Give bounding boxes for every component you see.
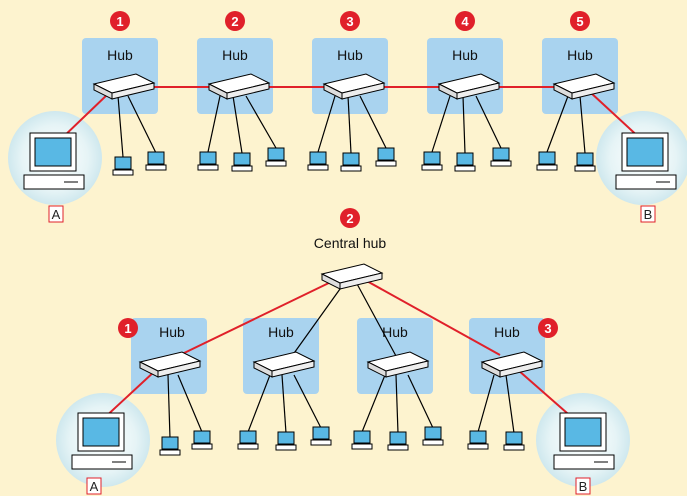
svg-text:B: B — [579, 479, 588, 494]
computer-icon — [197, 151, 219, 171]
hub-icon — [552, 73, 616, 100]
endpoint-computer-a — [71, 412, 133, 470]
computer-icon — [275, 431, 297, 451]
endpoint-link — [59, 91, 111, 141]
hub-label: Hub — [107, 47, 133, 63]
central-hub-section: 2 Central hub Hub Hub Hub Hub 1 3 — [56, 208, 630, 495]
hub-label: Hub — [222, 47, 248, 63]
computer-icon — [231, 152, 253, 172]
hub-label: Hub — [382, 324, 408, 340]
endpoint-link — [101, 369, 157, 421]
hop-badge: 3 — [538, 318, 558, 338]
svg-text:1: 1 — [124, 321, 131, 336]
hub-label: Hub — [494, 324, 520, 340]
svg-text:A: A — [52, 207, 61, 222]
computer-icon — [159, 436, 181, 456]
computer-icon — [237, 430, 259, 450]
computer-icon — [503, 431, 525, 451]
svg-text:2: 2 — [346, 211, 353, 226]
hop-badge: 5 — [570, 11, 590, 31]
hop-badge: 2 — [340, 208, 360, 228]
hop-badge: 2 — [225, 11, 245, 31]
hub-icon — [366, 351, 430, 378]
svg-text:4: 4 — [461, 14, 469, 29]
hub-panel — [82, 38, 158, 114]
chained-hubs-section: Hub Hub Hub Hub Hub 1 2 3 4 5 — [8, 11, 687, 223]
hub-label: Hub — [268, 324, 294, 340]
central-hub-label: Central hub — [314, 235, 387, 251]
hub-panel — [427, 38, 503, 114]
hub-icon — [138, 351, 202, 378]
endpoint-link — [517, 369, 576, 421]
computer-icon — [191, 430, 213, 450]
hub-icon — [92, 73, 156, 100]
computer-icon — [112, 156, 134, 176]
computer-icon — [375, 147, 397, 167]
endpoint-label-b: B — [575, 477, 591, 495]
hop-badge: 4 — [455, 11, 475, 31]
svg-text:B: B — [644, 207, 653, 222]
hub-icon — [207, 73, 271, 100]
hub-label: Hub — [159, 324, 185, 340]
endpoint-link — [589, 91, 643, 141]
central-hub-icon — [320, 263, 384, 290]
hop-badge: 1 — [110, 11, 130, 31]
endpoint-label-b: B — [640, 205, 656, 223]
hub-label: Hub — [452, 47, 478, 63]
computer-icon — [145, 151, 167, 171]
hop-badge: 1 — [118, 318, 138, 338]
hub-panel — [542, 38, 618, 114]
computer-icon — [421, 151, 443, 171]
hub-link — [179, 279, 336, 356]
endpoint-label-a: A — [86, 477, 102, 495]
svg-text:3: 3 — [346, 14, 353, 29]
computer-icon — [422, 426, 444, 446]
svg-text:1: 1 — [116, 14, 123, 29]
hub-icon — [480, 351, 544, 378]
computer-icon — [536, 151, 558, 171]
computer-icon — [307, 151, 329, 171]
computer-icon — [265, 147, 287, 167]
svg-text:A: A — [90, 479, 99, 494]
computer-icon — [340, 152, 362, 172]
computer-icon — [454, 152, 476, 172]
hub-icon — [437, 73, 501, 100]
svg-text:5: 5 — [576, 14, 583, 29]
hub-label: Hub — [337, 47, 363, 63]
endpoint-computer-b — [615, 132, 677, 190]
endpoint-label-a: A — [48, 205, 64, 223]
hub-label: Hub — [567, 47, 593, 63]
svg-text:2: 2 — [231, 14, 238, 29]
endpoint-computer-b — [553, 412, 615, 470]
endpoint-computer-a — [23, 132, 85, 190]
svg-text:3: 3 — [544, 321, 551, 336]
computer-icon — [387, 431, 409, 451]
computer-icon — [351, 430, 373, 450]
hub-icon — [252, 351, 316, 378]
computer-icon — [574, 152, 596, 172]
hub-panel — [312, 38, 388, 114]
cables — [117, 95, 586, 158]
computer-icon — [467, 430, 489, 450]
cables — [167, 281, 515, 439]
hub-panel — [197, 38, 273, 114]
hub-icon — [322, 73, 386, 100]
hub-link — [364, 279, 501, 356]
computer-icon — [310, 426, 332, 446]
computer-icon — [490, 147, 512, 167]
hop-badge: 3 — [340, 11, 360, 31]
